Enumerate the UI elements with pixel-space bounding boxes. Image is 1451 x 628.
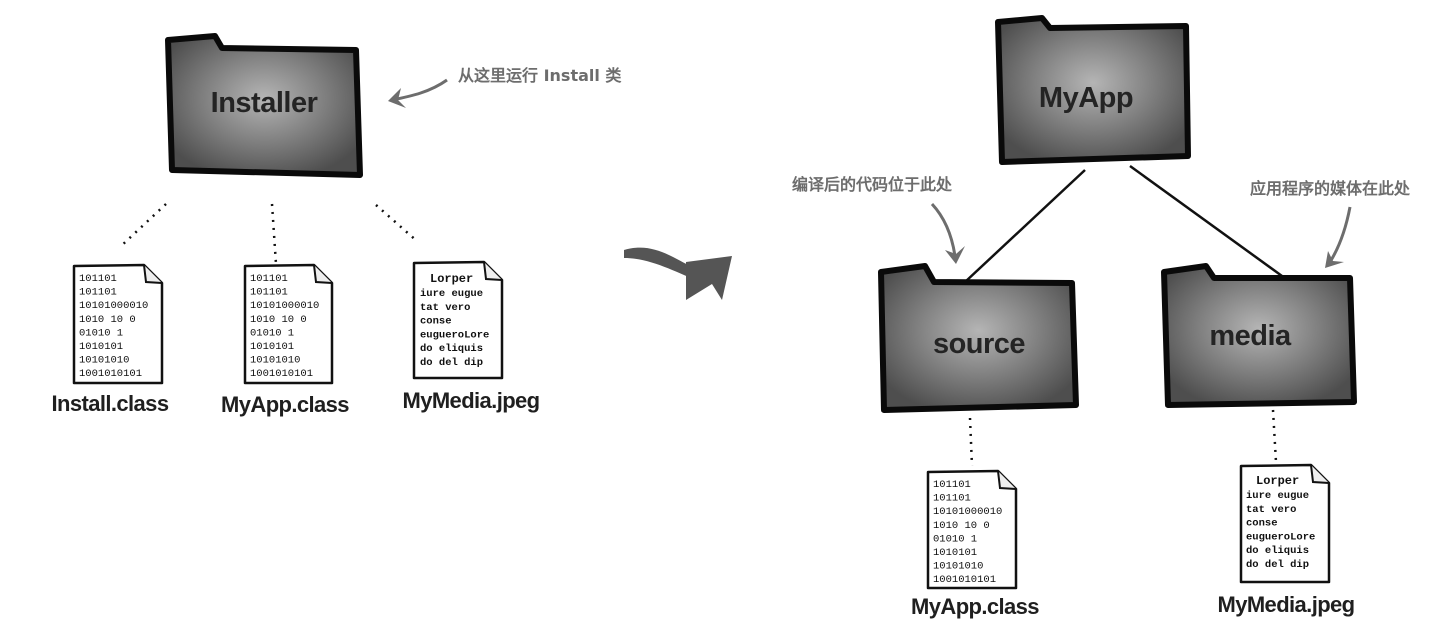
file-line: iure eugue (420, 288, 483, 300)
file-line: tat vero (1246, 504, 1296, 516)
installer-folder: Installer (165, 33, 363, 178)
install-note: 从这里运行 Install 类 (458, 66, 622, 85)
file-line: 01010 1 (933, 533, 977, 545)
file-line: 1001010101 (933, 574, 996, 586)
file-line: eugueroLore (1246, 531, 1315, 543)
file-line: 1001010101 (79, 368, 142, 380)
file-line: do del dip (1246, 559, 1309, 571)
transform-arrow (624, 247, 732, 300)
dotted-connector (1271, 409, 1278, 463)
file-line: iure eugue (1246, 490, 1309, 502)
file-line: 01010 1 (79, 327, 123, 339)
tree-branch (964, 169, 1086, 283)
file-line: conse (1246, 518, 1278, 530)
source-note: 编译后的代码位于此处 (792, 175, 953, 194)
file-line: 1010101 (933, 547, 977, 559)
dotted-connector (375, 204, 419, 243)
file-line: 1010101 (250, 341, 294, 353)
file-line: 1001010101 (250, 368, 313, 380)
installer-folder-label: Installer (211, 87, 318, 119)
source-note-arrow (930, 202, 957, 257)
file-title: Lorper (1256, 474, 1299, 488)
file-line: 101101 (250, 287, 288, 299)
file-name: MyMedia.jpeg (1217, 592, 1354, 617)
file-lines: Lorper iure eugue tat vero conseeugueroLore… (1246, 474, 1315, 571)
file-line: 1010101 (79, 341, 123, 353)
media-note-arrowhead (1325, 251, 1344, 268)
source-folder: source (878, 263, 1079, 413)
dotted-connector (270, 203, 278, 265)
file-line: 1010 10 0 (933, 520, 990, 532)
file-name: Install.class (52, 391, 169, 416)
file-name: MyApp.class (911, 594, 1039, 619)
myapp-folder-label: MyApp (1039, 82, 1133, 114)
file-line: 101101 (79, 287, 117, 299)
install-note-arrowhead (388, 88, 406, 108)
media-note: 应用程序的媒体在此处 (1250, 179, 1411, 198)
source-folder-label: source (933, 328, 1025, 360)
file-line: 101101 (250, 273, 288, 285)
file-line: 101101 (933, 493, 971, 505)
file-line: 10101000010 (250, 300, 319, 312)
file-line: eugueroLore (420, 329, 489, 341)
media-folder: media (1161, 263, 1357, 408)
file-line: 1010 10 0 (79, 314, 136, 326)
dotted-connector (119, 203, 167, 248)
mymedia-jpeg-file: Lorper iure eugue tat vero conseeugueroLore… (1217, 463, 1355, 617)
file-line: 10101010 (250, 355, 300, 367)
file-name: MyApp.class (221, 392, 349, 417)
tree-branch (1129, 164, 1283, 278)
file-line: do del dip (420, 357, 483, 369)
file-name: MyMedia.jpeg (402, 388, 539, 413)
file-line: 10101010 (79, 355, 129, 367)
file-line: tat vero (420, 302, 470, 314)
myapp-root-folder: MyApp (995, 15, 1191, 165)
file-line: 101101 (933, 479, 971, 491)
file-lines: Lorper iure eugue tat vero conseeugueroLore… (420, 272, 489, 369)
file-line: conse (420, 316, 452, 328)
media-folder-label: media (1209, 320, 1292, 352)
file-line: 101101 (79, 273, 117, 285)
mymedia-jpeg-file: Lorper iure eugue tat vero conseeugueroLore… (402, 260, 540, 413)
media-note-arrow (1328, 206, 1352, 263)
source-note-arrowhead (945, 246, 965, 264)
file-line: 10101010 (933, 561, 983, 573)
file-line: 10101000010 (79, 300, 148, 312)
file-line: 01010 1 (250, 327, 294, 339)
file-line: do eliquis (420, 343, 483, 355)
file-title: Lorper (430, 272, 473, 286)
dotted-connector (968, 417, 974, 467)
file-line: 10101000010 (933, 506, 1002, 518)
file-line: 1010 10 0 (250, 314, 307, 326)
file-line: do eliquis (1246, 545, 1309, 557)
